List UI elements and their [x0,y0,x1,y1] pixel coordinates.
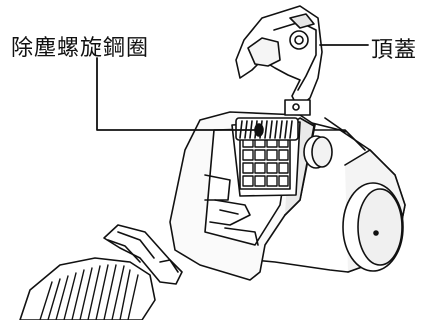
side-knob [303,135,333,169]
hose-handle [103,224,183,285]
brush-roll-leader [96,57,259,131]
compartment-details [204,174,259,246]
brush-roll-label: 除塵螺旋鋼圈 [11,36,150,61]
top-cover-label: 頂蓋 [371,38,418,63]
callout-lines [96,44,369,131]
hose [19,257,156,320]
brush-roll [235,117,299,141]
top-cover [235,5,323,116]
